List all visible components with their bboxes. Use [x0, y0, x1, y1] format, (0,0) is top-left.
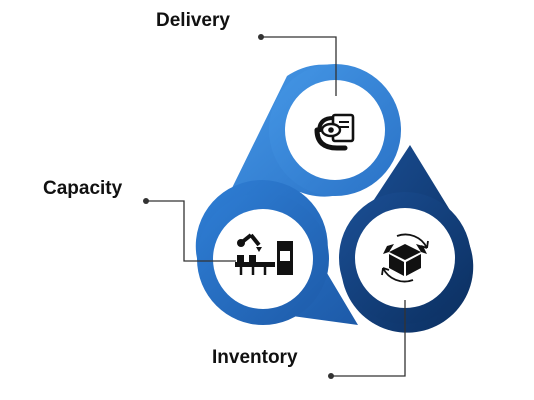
- delivery-connector: [258, 34, 337, 96]
- delivery-label: Delivery: [156, 10, 230, 31]
- inventory-connector: [328, 300, 406, 379]
- delivery-inspection-icon: [314, 113, 355, 151]
- delivery-node: [232, 64, 401, 197]
- inventory-node: [339, 145, 474, 333]
- inventory-label: Inventory: [212, 347, 298, 368]
- capacity-inner-circle: [213, 209, 313, 309]
- capacity-connector: [143, 198, 236, 262]
- capacity-node: [195, 180, 358, 325]
- box-cycle-icon: [381, 233, 429, 283]
- capacity-label: Capacity: [43, 178, 123, 199]
- robotic-arm-factory-icon: [235, 233, 293, 275]
